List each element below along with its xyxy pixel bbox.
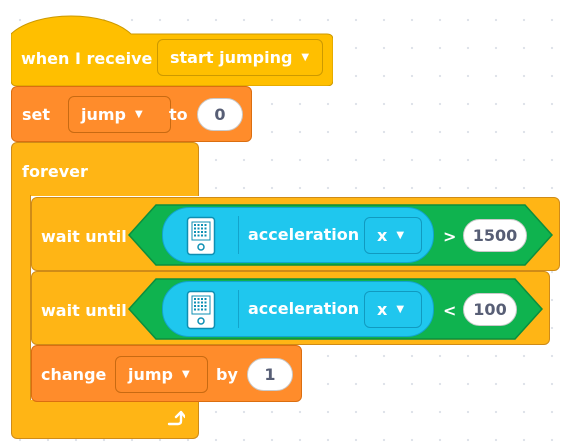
hub-icon bbox=[186, 216, 216, 256]
set-value-input[interactable]: 0 bbox=[197, 98, 243, 131]
message-dropdown-value: start jumping bbox=[170, 47, 293, 67]
change-label: change bbox=[41, 365, 107, 384]
acceleration-label-1: acceleration bbox=[248, 225, 360, 244]
operator-symbol-1: > bbox=[443, 227, 457, 246]
change-variable-dropdown[interactable]: jump ▼ bbox=[115, 356, 208, 393]
to-label: to bbox=[169, 105, 188, 124]
caret-down-icon: ▼ bbox=[301, 51, 310, 63]
hub-icon bbox=[186, 290, 216, 330]
compare-value-input-1[interactable]: 1500 bbox=[463, 219, 527, 252]
axis-dropdown-value-1: x bbox=[377, 225, 388, 245]
change-variable-block[interactable]: change jump ▼ by 1 bbox=[31, 345, 302, 402]
caret-down-icon: ▼ bbox=[396, 229, 405, 241]
caret-down-icon: ▼ bbox=[182, 368, 190, 380]
caret-down-icon: ▼ bbox=[135, 108, 143, 120]
message-dropdown[interactable]: start jumping ▼ bbox=[157, 39, 323, 76]
wait-until-block-1[interactable]: wait until acceleration x ▼ > 1500 bbox=[31, 197, 560, 271]
forever-block-top[interactable]: forever bbox=[11, 142, 199, 196]
acceleration-sensor-reporter[interactable]: acceleration x ▼ bbox=[162, 207, 434, 263]
caret-down-icon: ▼ bbox=[396, 303, 405, 315]
axis-dropdown-value-2: x bbox=[377, 299, 388, 319]
set-variable-dropdown[interactable]: jump ▼ bbox=[68, 96, 171, 133]
change-value-input[interactable]: 1 bbox=[247, 358, 293, 391]
compare-value-input-2[interactable]: 100 bbox=[463, 293, 517, 326]
axis-dropdown-2[interactable]: x ▼ bbox=[364, 291, 422, 328]
when-i-receive-block[interactable]: when I receive start jumping ▼ bbox=[11, 8, 333, 86]
loop-arrow-icon bbox=[167, 410, 185, 426]
acceleration-sensor-reporter[interactable]: acceleration x ▼ bbox=[162, 281, 434, 337]
reporter-divider bbox=[238, 290, 239, 328]
set-label: set bbox=[22, 105, 51, 124]
when-i-receive-label: when I receive bbox=[21, 49, 153, 68]
forever-block-bottom[interactable] bbox=[11, 400, 199, 439]
reporter-divider bbox=[238, 216, 239, 254]
set-variable-value: jump bbox=[81, 104, 126, 124]
wait-until-block-2[interactable]: wait until acceleration x ▼ < 100 bbox=[31, 271, 550, 345]
set-variable-block[interactable]: set jump ▼ to 0 bbox=[11, 86, 252, 142]
change-variable-value: jump bbox=[128, 364, 173, 384]
by-label: by bbox=[216, 365, 238, 384]
wait-until-label-1: wait until bbox=[41, 227, 127, 246]
forever-block-arm[interactable] bbox=[11, 195, 31, 401]
wait-until-label-2: wait until bbox=[41, 301, 127, 320]
operator-symbol-2: < bbox=[443, 301, 457, 320]
acceleration-label-2: acceleration bbox=[248, 299, 360, 318]
forever-label: forever bbox=[22, 162, 88, 181]
axis-dropdown-1[interactable]: x ▼ bbox=[364, 217, 422, 254]
